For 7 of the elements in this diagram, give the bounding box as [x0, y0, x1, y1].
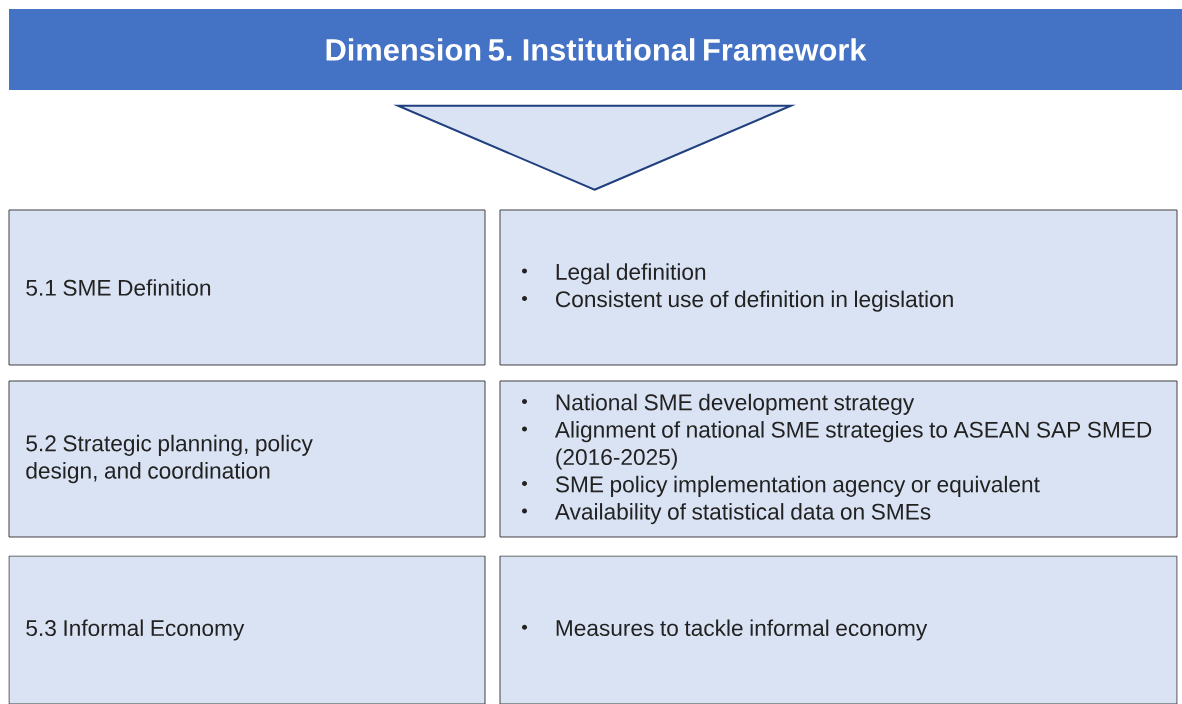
category-box: 5.2 Strategic planning, policy design, and coordination: [8, 380, 486, 538]
bullet-list-box: Legal definition Consistent use of definition in legislation: [499, 209, 1178, 366]
category-box: 5.1 SME Definition: [8, 209, 486, 366]
title-banner: Dimension 5. Institutional Framework: [9, 9, 1182, 90]
category-box: 5.3 Informal Economy: [8, 555, 486, 704]
bullet-list-box: Measures to tackle informal economy: [499, 555, 1178, 704]
bullet-list-box: National SME development strategy Alignment of national SME strategies to ASEAN SAP SMED (2016-2025) SME policy implementation agency or equivalent Availability of statistical data on SMEs: [499, 380, 1178, 538]
